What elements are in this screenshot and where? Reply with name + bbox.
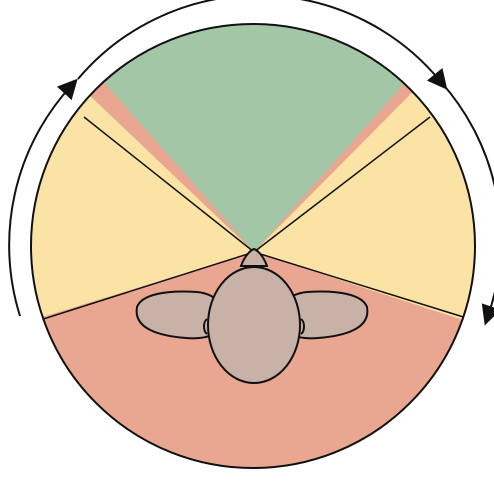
head bbox=[208, 267, 300, 383]
